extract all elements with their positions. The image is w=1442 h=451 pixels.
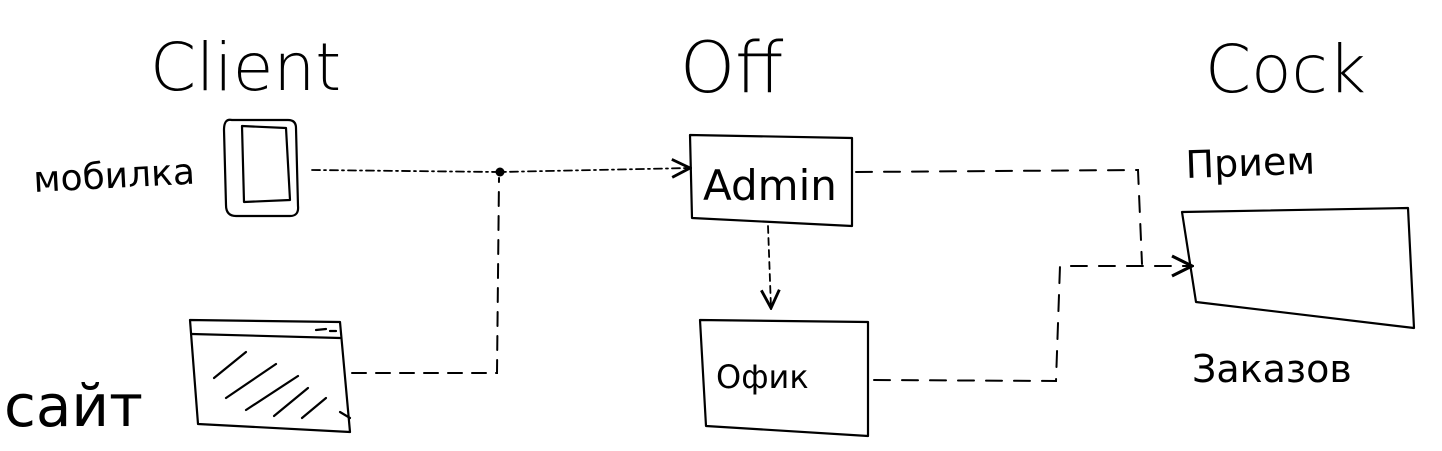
junction-dot bbox=[495, 167, 505, 177]
connectors bbox=[311, 167, 1192, 383]
orders-intake-label: Прием bbox=[1185, 139, 1316, 187]
browser-window-icon bbox=[188, 318, 352, 434]
site-label: сайт bbox=[4, 372, 143, 440]
column-header-office: Off bbox=[680, 27, 783, 109]
office-to-orders-connector bbox=[873, 266, 1192, 383]
mobile-phone-icon bbox=[222, 118, 300, 218]
office-label: Офик bbox=[716, 358, 809, 396]
orders-panel bbox=[1180, 206, 1416, 330]
orders-label: Заказов bbox=[1192, 347, 1352, 391]
admin-to-orders-connector bbox=[855, 168, 1143, 265]
office-node: Офик bbox=[698, 318, 870, 438]
mobile-label: мобилка bbox=[32, 152, 196, 201]
admin-to-office-connector bbox=[768, 225, 771, 308]
site-to-junction-connector bbox=[351, 177, 500, 374]
column-header-client: Client bbox=[150, 29, 341, 106]
admin-node: Admin bbox=[688, 133, 854, 228]
admin-label: Admin bbox=[703, 161, 837, 210]
column-header-cook: Cock bbox=[1205, 31, 1366, 108]
